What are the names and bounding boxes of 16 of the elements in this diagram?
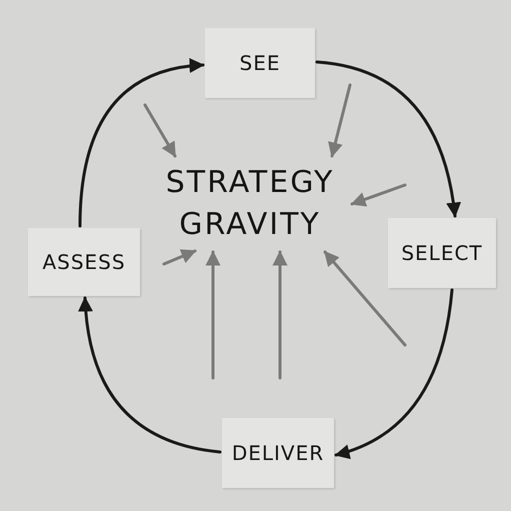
sticky-note: DELIVER <box>222 418 334 488</box>
arrow <box>206 250 220 380</box>
arrow <box>328 84 352 158</box>
arrow <box>350 184 406 206</box>
arrow <box>316 60 461 218</box>
arrow <box>78 58 204 228</box>
arrow <box>272 250 288 380</box>
arrow <box>334 288 454 458</box>
arrow <box>324 250 406 346</box>
center-heading: STRATEGY GRAVITY <box>150 158 350 250</box>
sticky-note: ASSESS <box>28 228 140 296</box>
arrow <box>144 104 176 158</box>
sticky-note: SEE <box>205 28 315 98</box>
sticky-note: SELECT <box>388 218 496 288</box>
arrow <box>162 249 196 266</box>
arrow <box>78 296 222 454</box>
